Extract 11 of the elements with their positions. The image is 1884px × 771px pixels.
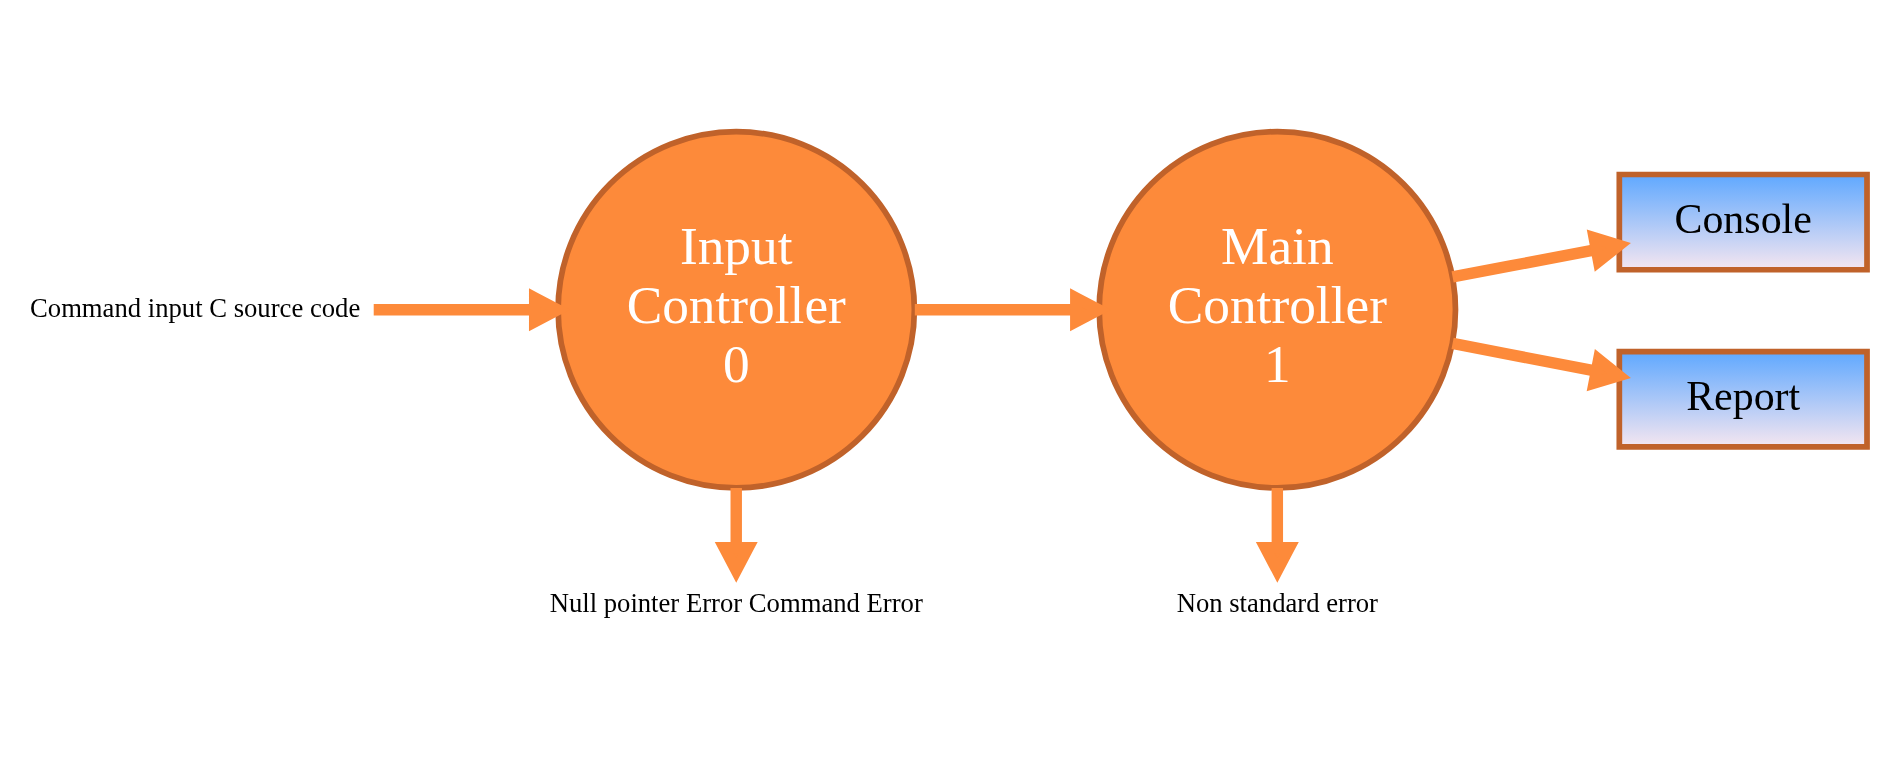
arrow [1451, 337, 1631, 392]
node-circle: Input Controller 0 [555, 128, 918, 491]
node-text: Non standard error [1176, 588, 1378, 619]
arrow [714, 488, 758, 583]
node-text: Command input C source code [30, 292, 361, 323]
arrow [1451, 229, 1631, 283]
node-box: Console [1616, 171, 1870, 273]
arrow [1255, 488, 1299, 583]
node-box: Report [1616, 348, 1870, 450]
node-text: Null pointer Error Command Error [549, 588, 923, 619]
node-circle: Main Controller 1 [1096, 128, 1459, 491]
